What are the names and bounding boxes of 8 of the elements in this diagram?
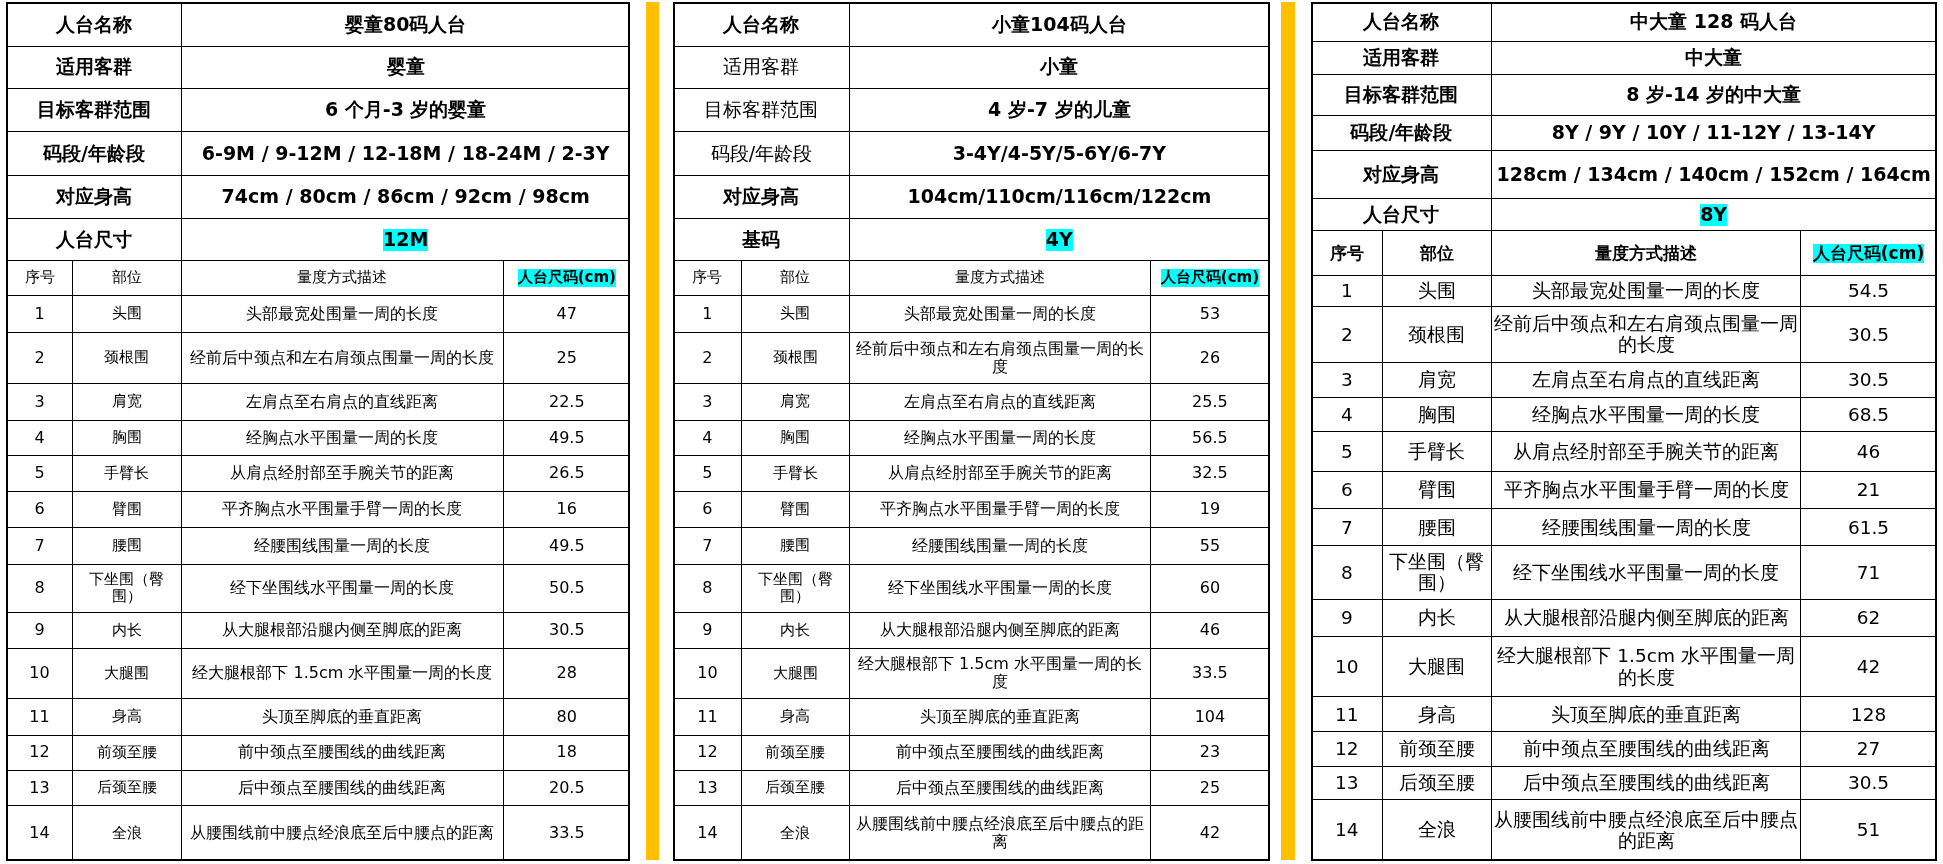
separator-bar [645,2,660,860]
highlighted-text: 4Y [1045,228,1073,251]
separator-bar [1281,2,1295,860]
highlighted-text: 8Y [1700,203,1728,226]
highlighted-text: 人台尺码(cm) [517,269,616,287]
highlighted-text: 12M [383,228,429,251]
highlighted-text: 人台尺码(cm) [1160,269,1260,287]
highlighted-text: 人台尺码(cm) [1812,243,1925,264]
